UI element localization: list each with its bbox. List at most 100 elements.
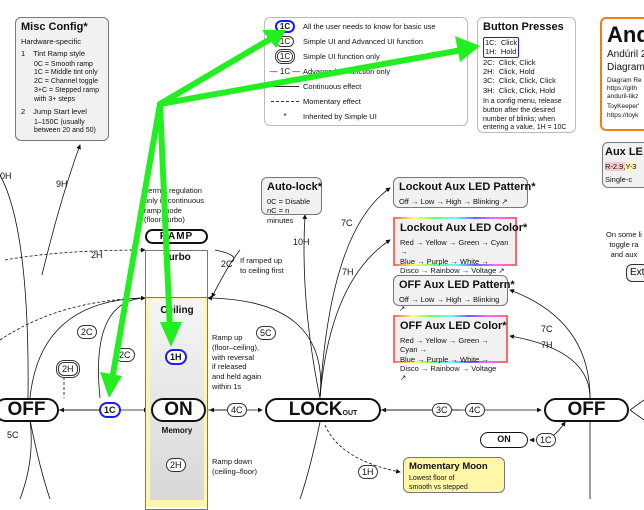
legend-text: Momentary effect xyxy=(303,97,361,107)
transition-label: 7H xyxy=(541,340,553,350)
transition-tag: 2H xyxy=(56,360,80,378)
subtitle: Andúril 2 xyxy=(607,49,644,60)
autolock-line: 0C = Disable xyxy=(267,196,311,206)
transition-label: 2H xyxy=(91,250,103,260)
panel-title: Momentary Moon xyxy=(409,461,488,472)
legend-basic-symbol: 1C xyxy=(274,20,296,33)
transition-label: 2C xyxy=(221,259,233,269)
main-title: Andúril xyxy=(607,22,644,47)
press-row: 1H: Hold xyxy=(485,47,517,57)
autolock-title: Auto-lock* xyxy=(267,181,322,193)
transition-tag: 2C xyxy=(77,325,97,339)
annotation-arrows xyxy=(100,30,480,398)
on-state-small[interactable]: ON xyxy=(480,432,528,448)
misc-item-label: Jump Start level xyxy=(33,107,87,117)
panel-text: Off → Low → High → Blinking ↗ xyxy=(399,294,500,314)
subtitle: Diagram xyxy=(607,62,644,73)
transition-tag: 3C xyxy=(432,403,452,417)
lockout-state[interactable]: LOCKOUT xyxy=(265,398,381,422)
aux-led-panel: Aux LE R-2.9,Y-3 Single-c xyxy=(602,142,644,188)
legend-text: Simple UI and Advanced UI function xyxy=(303,37,424,47)
press-row: 1C: Click xyxy=(485,37,518,47)
legend-simple-symbol: 1C xyxy=(274,49,296,64)
green-arrow-to-legend xyxy=(157,35,275,107)
memory-label: Memory xyxy=(161,426,193,435)
transition-label: 7C xyxy=(541,324,553,334)
panel-title: OFF Aux LED Color* xyxy=(400,320,507,332)
button-presses-title: Button Presses xyxy=(483,21,564,33)
lockout-aux-pattern-panel: Lockout Aux LED Pattern*Off → Low → High… xyxy=(393,177,536,208)
reference-link[interactable]: https://gith xyxy=(607,85,637,93)
transition-label: 7H xyxy=(342,267,354,277)
off-aux-color-panel: OFF Aux LED Color* Red → Yellow → Green →… xyxy=(393,315,508,382)
arrowhead-icon xyxy=(455,36,480,62)
hold-1h-tag: 1H xyxy=(165,349,187,365)
side-note-line: toggle ra xyxy=(609,239,639,249)
transition-tag: 4C xyxy=(227,403,247,417)
transition-tag: 4C xyxy=(465,403,485,417)
legend-advanced-symbol: — 1C — xyxy=(269,67,301,76)
legend-row: Momentary effect xyxy=(267,96,465,108)
panel-title: Lockout Aux LED Color* xyxy=(400,222,528,234)
ramp-mode-label: RAMP xyxy=(145,229,208,244)
legend-both-symbol: 1C xyxy=(275,36,295,47)
misc-item-detail: 0C = Smooth ramp 1C = Middle tint only 2… xyxy=(34,60,99,103)
lockout-aux-color-panel: Lockout Aux LED Color* Red → Yellow → Gre… xyxy=(393,217,528,275)
off-aux-pattern-panel: OFF Aux LED Pattern* Off → Low → High → B… xyxy=(393,275,515,313)
green-arrow-to-1h xyxy=(157,101,173,333)
transition-tag: 1C xyxy=(536,433,556,447)
legend-row: 1C Simple UI function only xyxy=(267,49,465,64)
misc-item-num: 2 xyxy=(21,107,26,117)
transition-tag: 1H xyxy=(358,465,378,479)
config-note: In a config menu, release button after t… xyxy=(483,98,567,132)
ramp-up-note: Ramp up (floor–ceiling), with reversal i… xyxy=(212,333,262,391)
legend-row: Continuous effect xyxy=(267,81,465,93)
ext-mode-box: Ext xyxy=(626,264,644,282)
title-panel: Andúril Andúril 2 Diagram Diagram Rehttp… xyxy=(600,17,644,131)
legend-text: Inherited by Simple UI xyxy=(303,112,377,122)
reference-link[interactable]: https://toyk xyxy=(607,111,639,119)
press-row: 2H: Click, Hold xyxy=(483,66,535,76)
turbo-level: Turbo xyxy=(163,252,191,263)
legend-text: Continuous effect xyxy=(303,82,362,92)
off-state[interactable]: OFF xyxy=(0,398,59,422)
reference-link[interactable]: anduril-tikz xyxy=(607,93,639,101)
reference-text: ToyKeeper' xyxy=(607,103,640,111)
transition-label: 9H xyxy=(56,179,68,189)
press-row: 3H: Click, Click, Hold xyxy=(483,85,556,95)
legend-text: Simple UI function only xyxy=(303,52,380,62)
transition-tag: 5C xyxy=(256,326,276,340)
panel-text: Red → Yellow → Green → Cyan → Blue → Pur… xyxy=(400,335,497,383)
press-row: 3C: Click, Click, Click xyxy=(483,76,556,86)
green-arrow-to-1c xyxy=(109,101,163,383)
panel-title: OFF Aux LED Pattern* xyxy=(399,279,515,291)
arrowhead-icon xyxy=(262,30,286,48)
if-ramped-note: If ramped up to ceiling first xyxy=(240,256,284,275)
panel-text: Red → Yellow → Green → Cyan → Blue → Pur… xyxy=(400,237,509,275)
arrowhead-icon xyxy=(100,372,122,398)
misc-item-num: 1 xyxy=(21,49,26,59)
side-note-line: On some li xyxy=(606,230,642,239)
misc-config-subtitle: Hardware-specific xyxy=(21,36,82,46)
transition-label: 10H xyxy=(293,237,310,247)
continuous-line-icon xyxy=(271,86,299,88)
green-arrow-to-button-presses xyxy=(157,47,465,107)
legend-row: 1C Simple UI and Advanced UI function xyxy=(267,36,465,48)
misc-item-label: Tint Ramp style xyxy=(33,49,85,59)
dashed-line-icon xyxy=(271,101,299,103)
click-1c-tag: 1C xyxy=(99,402,121,418)
side-note-line: and aux xyxy=(610,249,638,259)
on-state[interactable]: ON xyxy=(151,398,206,422)
reference-text: Diagram Re xyxy=(607,77,642,84)
red-voltage-chip: R-2.9, xyxy=(605,161,626,171)
star-symbol: * xyxy=(283,112,287,121)
ramp-down-note: Ramp down (ceiling–floor) xyxy=(212,457,258,476)
panel-text: Off → Low → High → Blinking ↗ xyxy=(399,196,508,206)
off-state-right[interactable]: OFF xyxy=(544,398,629,422)
legend-row: * Inherited by Simple UI xyxy=(267,111,465,123)
